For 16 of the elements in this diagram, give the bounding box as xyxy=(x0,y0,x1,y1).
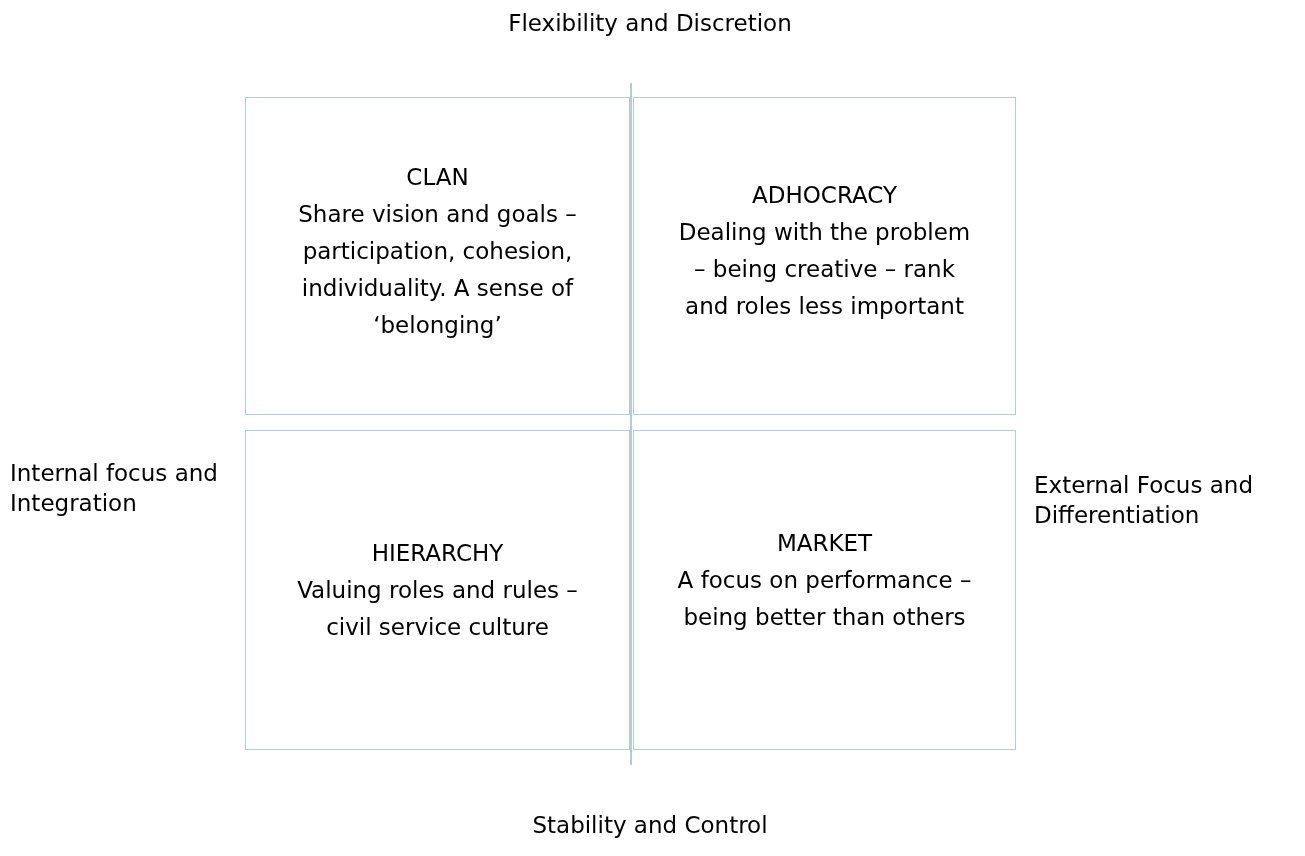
quadrant-description: Dealing with the problem – being creative – rank and roles less important xyxy=(677,218,972,321)
quadrant-box xyxy=(245,430,630,750)
axis-label: Stability and Control xyxy=(531,811,769,840)
quadrant-box xyxy=(245,97,630,415)
quadrant-title: CLAN xyxy=(405,162,470,192)
quadrant-box xyxy=(633,430,1016,750)
quadrant-description: Valuing roles and rules – civil service culture xyxy=(296,575,579,642)
quadrant-title: HIERARCHY xyxy=(370,538,505,568)
axis-label: Internal focus and Integration xyxy=(10,459,219,518)
axis-label: External Focus and Differentiation xyxy=(1034,471,1254,530)
quadrant-description: A focus on performance – being better than others xyxy=(676,565,973,632)
quadrant-description: Share vision and goals – participation, cohesion, individuality. A sense of ‘belonging’ xyxy=(297,199,578,340)
quadrant-title: MARKET xyxy=(775,528,874,558)
quadrant-title: ADHOCRACY xyxy=(751,181,898,210)
quadrant-box xyxy=(633,97,1016,415)
axis-label: Flexibility and Discretion xyxy=(507,9,793,38)
